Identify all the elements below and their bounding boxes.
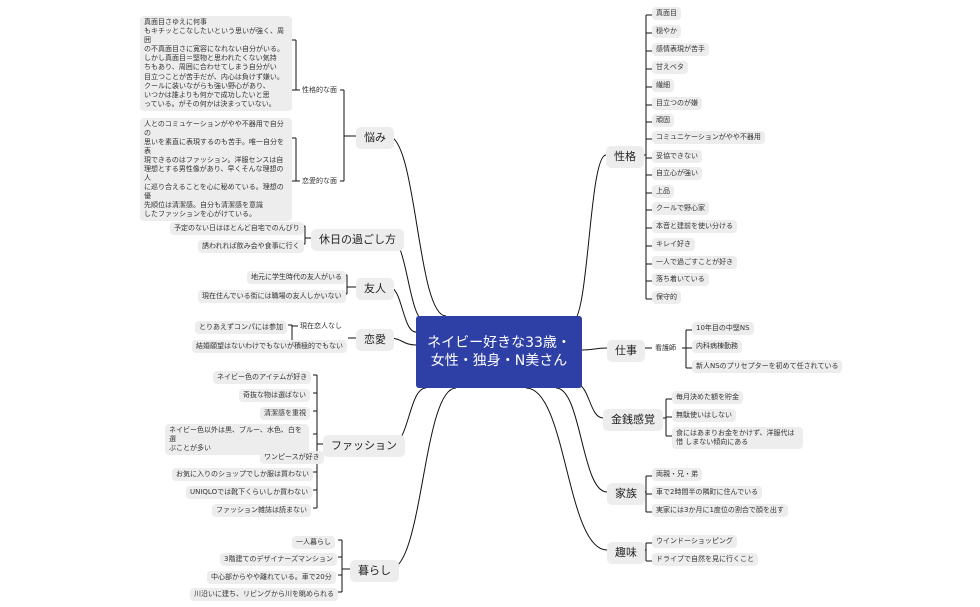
leaf-seikaku-4[interactable]: 甘えベタ <box>652 61 688 74</box>
leaf-seikaku-3[interactable]: 感情表現が苦手 <box>652 43 709 56</box>
leaf-kazoku-3[interactable]: 実家には3か月に1度位の割合で顔を出す <box>652 504 788 517</box>
leaf-seikaku-7[interactable]: 頑固 <box>652 114 674 127</box>
branch-yujin[interactable]: 友人 <box>356 278 394 300</box>
leaf-kyujitsu-1[interactable]: 予定のない日はほとんど自宅でのんびり <box>170 222 304 235</box>
leaf-kazoku-1[interactable]: 両親・兄・弟 <box>652 468 702 481</box>
link-kinsen <box>575 383 604 419</box>
leaf-renai-2[interactable]: 結婚願望はないわけでもないが積極的でもない <box>192 340 347 353</box>
leaf-shigoto-1[interactable]: 10年目の中堅NS <box>692 322 754 335</box>
leaf-seikaku-17[interactable]: 保守的 <box>652 291 681 304</box>
leaf-seikaku-10[interactable]: 自立心が強い <box>652 167 702 180</box>
leaf-kinsen-1[interactable]: 毎月決めた額を貯金 <box>672 391 743 404</box>
branch-nayami[interactable]: 悩み <box>356 127 394 149</box>
branch-kurashi[interactable]: 暮らし <box>350 560 399 582</box>
leaf-kinsen-3[interactable]: 食にはあまりお金をかけず、洋服代は惜 しまない傾向にある <box>672 427 803 449</box>
leaf-fashion-7[interactable]: UNIQLOでは靴下くらいしか買わない <box>186 486 313 499</box>
leaf-seikaku-14[interactable]: キレイ好き <box>652 238 695 251</box>
leaf-fashion-5[interactable]: ワンピースが好き <box>260 451 324 464</box>
leaf-seikaku-8[interactable]: コミュニケーションがやや不器用 <box>652 131 765 144</box>
leaf-nayami-4[interactable]: 理想とする男性像があり、早くそんな理想の人 に巡り合えることを心に秘めている。理… <box>140 163 292 221</box>
nayami-sub-seikaku[interactable]: 性格的な面 <box>302 86 337 94</box>
leaf-renai-1[interactable]: とりあえずコンパには参加 <box>195 321 287 334</box>
branch-kyujitsu[interactable]: 休日の過ごし方 <box>311 229 404 251</box>
leaf-fashion-1[interactable]: ネイビー色のアイテムが好き <box>213 371 312 384</box>
leaf-seikaku-16[interactable]: 落ち着いている <box>652 273 709 286</box>
branch-kinsen[interactable]: 金銭感覚 <box>603 409 663 431</box>
central-topic[interactable]: ネイビー好きな33歳・女性・独身・N美さん <box>416 316 582 388</box>
branch-renai[interactable]: 恋愛 <box>356 329 394 351</box>
leaf-seikaku-13[interactable]: 本音と建前を使い分ける <box>652 220 737 233</box>
leaf-nayami-2[interactable]: 目立つことが苦手だが、内心は負けず嫌い。 クールに装いながらも強い野心があり、 … <box>140 71 292 111</box>
branch-seikaku[interactable]: 性格 <box>606 146 644 168</box>
link-shigoto <box>581 347 608 351</box>
leaf-kurashi-4[interactable]: 川沿いに建ち、リビングから川を眺められる <box>190 588 338 601</box>
leaf-fashion-6[interactable]: お気に入りのショップでしか服は買わない <box>172 468 313 481</box>
leaf-seikaku-5[interactable]: 繊細 <box>652 79 674 92</box>
link-shumi <box>525 387 608 551</box>
leaf-fashion-4[interactable]: ネイビー色以外は黒、ブルー、水色、白を選 ぶことが多い <box>165 424 309 455</box>
leaf-yujin-2[interactable]: 現在住んでいる街には職場の友人しかいない <box>198 290 346 303</box>
leaf-kyujitsu-2[interactable]: 誘われれば飲み会や食事に行く <box>198 240 304 253</box>
nayami-sub-renai[interactable]: 恋愛的な面 <box>302 177 337 185</box>
leaf-kurashi-2[interactable]: 3階建てのデザイナーズマンション <box>220 553 337 566</box>
leaf-shumi-1[interactable]: ウインドーショッピング <box>652 535 737 548</box>
link-kurashi <box>389 387 457 570</box>
leaf-seikaku-6[interactable]: 目立つのが嫌 <box>652 97 702 110</box>
leaf-fashion-2[interactable]: 奇抜な物は選ばない <box>239 389 310 402</box>
leaf-kurashi-1[interactable]: 一人暮らし <box>292 536 335 549</box>
renai-sublabel[interactable]: 現在恋人なし <box>300 322 342 330</box>
leaf-seikaku-12[interactable]: クールで野心家 <box>652 202 709 215</box>
leaf-shumi-2[interactable]: ドライブで自然を見に行くこと <box>652 553 758 566</box>
branch-shumi[interactable]: 趣味 <box>607 542 645 564</box>
link-kazoku <box>555 387 608 493</box>
shigoto-sublabel[interactable]: 看護師 <box>655 344 676 352</box>
branch-fashion[interactable]: ファッション <box>323 435 405 457</box>
leaf-seikaku-15[interactable]: 一人で過ごすことが好き <box>652 256 738 269</box>
leaf-kazoku-2[interactable]: 車で2時間半の隣町に住んでいる <box>652 486 763 499</box>
leaf-shigoto-3[interactable]: 新人NSのプリセプターを初めて任されている <box>692 360 843 373</box>
leaf-seikaku-9[interactable]: 妥協できない <box>652 150 702 163</box>
leaf-kinsen-2[interactable]: 無駄使いはしない <box>672 409 736 422</box>
leaf-seikaku-11[interactable]: 上品 <box>652 185 674 198</box>
leaf-seikaku-1[interactable]: 真面目 <box>652 7 681 20</box>
leaf-fashion-8[interactable]: ファッション雑誌は読まない <box>212 504 311 517</box>
leaf-shigoto-2[interactable]: 内科病棟勤務 <box>692 340 742 353</box>
leaf-fashion-3[interactable]: 清潔感を重視 <box>260 407 310 420</box>
branch-shigoto[interactable]: 仕事 <box>607 340 645 362</box>
leaf-seikaku-2[interactable]: 穏やか <box>652 25 681 38</box>
link-seikaku <box>571 154 607 323</box>
link-nayami <box>387 135 447 317</box>
leaf-yujin-1[interactable]: 地元に学生時代の友人がいる <box>247 271 346 284</box>
leaf-kurashi-3[interactable]: 中心部からやや離れている。車で20分 <box>207 571 336 584</box>
branch-kazoku[interactable]: 家族 <box>607 483 645 505</box>
